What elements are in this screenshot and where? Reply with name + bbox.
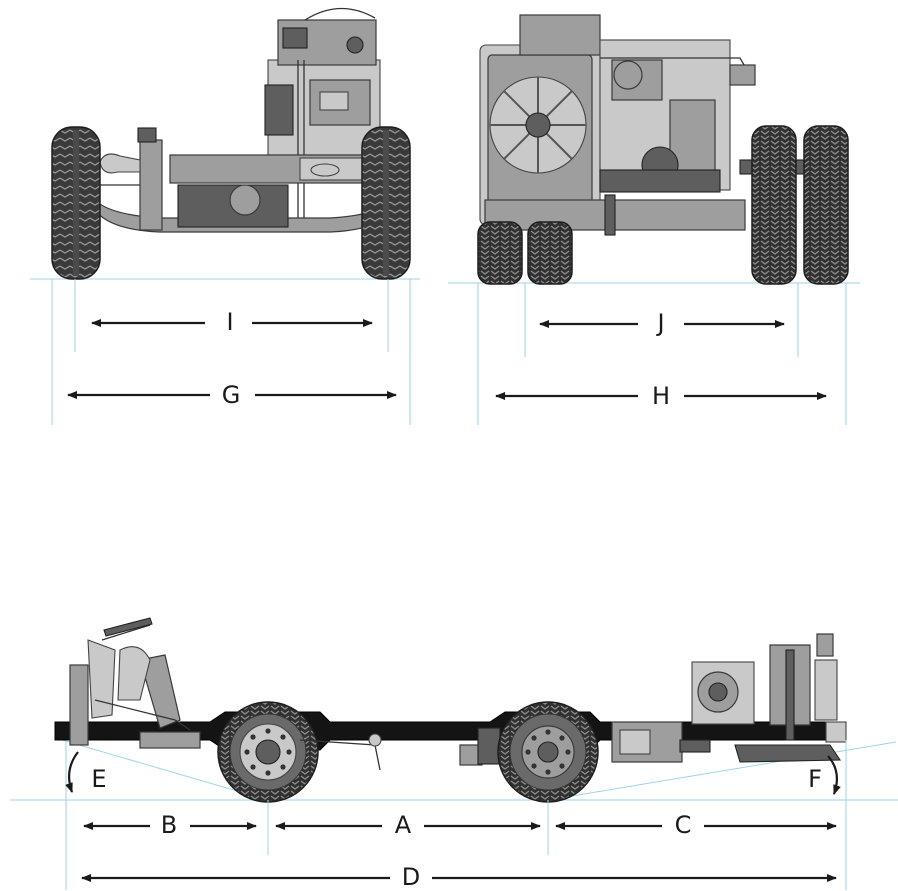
rear-left-inner-tire bbox=[527, 221, 573, 285]
rear-view: J H bbox=[448, 14, 860, 425]
front-right-tire bbox=[361, 126, 411, 280]
front-width-label: G bbox=[222, 381, 241, 409]
rear-left-outer-tire bbox=[477, 221, 523, 285]
dimension-front-overhang: B bbox=[83, 811, 257, 839]
overall-length-label: D bbox=[402, 863, 420, 891]
dimension-overall-length: D bbox=[81, 863, 837, 891]
rear-engine-block bbox=[479, 14, 826, 236]
dimension-front-track: I bbox=[91, 308, 373, 336]
front-view: I G bbox=[30, 7, 420, 425]
departure-angle-arc bbox=[827, 755, 841, 795]
wheelbase-label: A bbox=[395, 811, 412, 839]
side-rear-engine bbox=[611, 633, 847, 763]
front-left-tire bbox=[51, 126, 101, 280]
rear-width-label: H bbox=[652, 382, 670, 410]
side-view: E F B A C D bbox=[10, 617, 898, 891]
dimension-wheelbase: A bbox=[275, 811, 541, 839]
dimension-front-width: G bbox=[67, 381, 397, 409]
front-axle-beam bbox=[94, 127, 391, 233]
side-mid-components bbox=[299, 727, 501, 771]
side-front-wheel bbox=[217, 701, 319, 803]
front-overhang-label: B bbox=[161, 811, 177, 839]
rear-overhang-label: C bbox=[675, 811, 692, 839]
departure-angle-label: F bbox=[808, 765, 822, 793]
side-rear-wheel bbox=[497, 701, 599, 803]
dimension-rear-width: H bbox=[495, 382, 827, 410]
rear-track-label: J bbox=[655, 309, 664, 337]
approach-angle-label: E bbox=[91, 765, 106, 793]
side-steering-assembly bbox=[69, 617, 201, 749]
dimension-rear-overhang: C bbox=[555, 811, 837, 839]
approach-angle-arc bbox=[65, 751, 79, 793]
front-track-label: I bbox=[226, 308, 233, 336]
dimension-rear-track: J bbox=[539, 309, 785, 337]
rear-right-outer-tire bbox=[803, 125, 849, 285]
rear-right-inner-tire bbox=[751, 125, 797, 285]
